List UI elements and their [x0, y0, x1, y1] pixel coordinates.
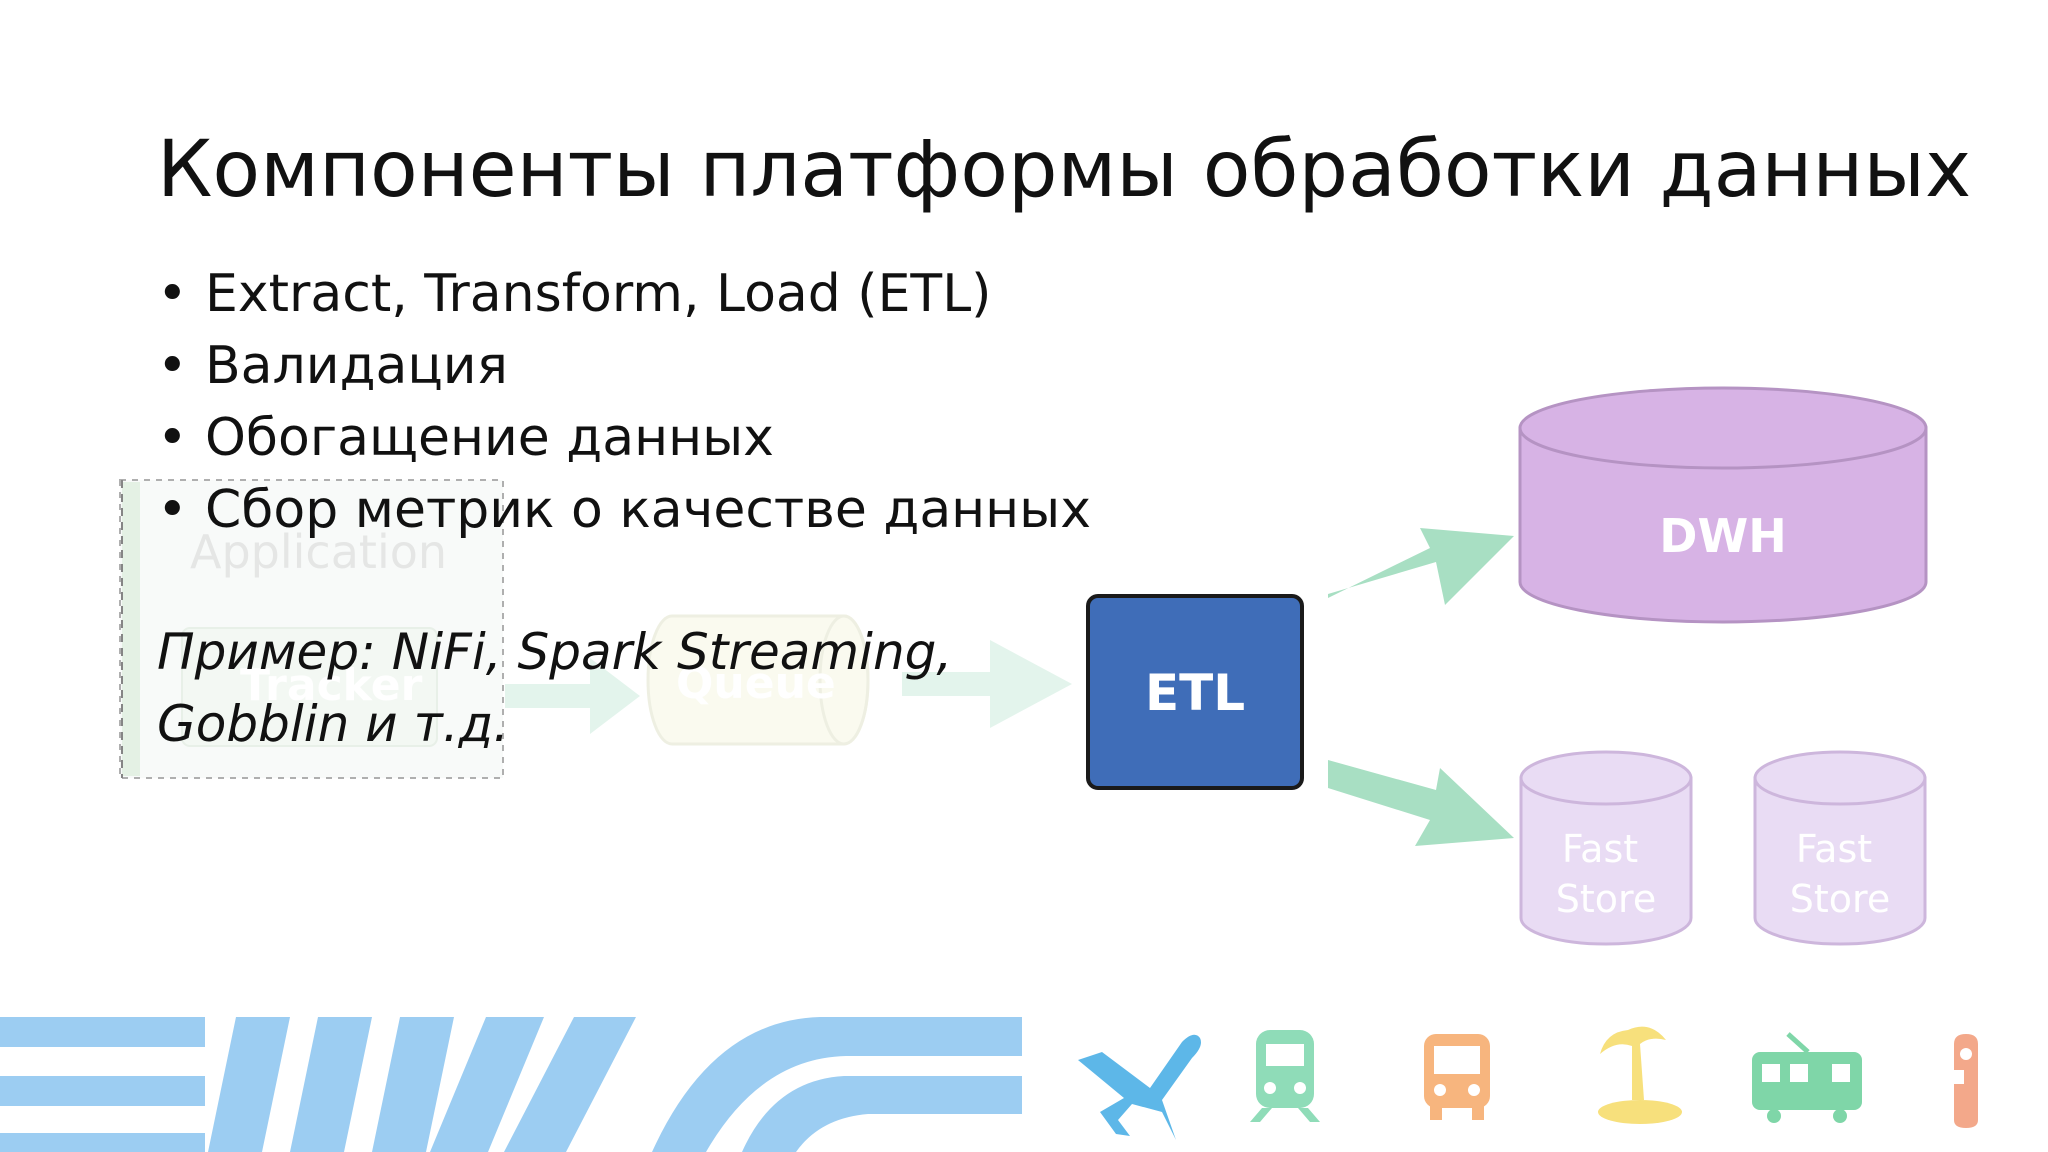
dwh-cylinder: DWH	[1518, 386, 1928, 624]
airplane-icon	[1078, 1034, 1201, 1140]
bullet-marker: •	[157, 336, 188, 396]
application-label: Application	[190, 525, 447, 579]
bus-icon	[1424, 1034, 1490, 1120]
bullet-item: • Обогащение данных	[157, 402, 1091, 474]
example-text: Пример: NiFi, Spark Streaming, Gobblin и…	[157, 616, 952, 760]
bullet-text: Сбор метрик о качестве данных	[205, 480, 1092, 540]
fast-store-1-line1: Fast	[1562, 827, 1638, 871]
dwh-label: DWH	[1659, 509, 1786, 563]
bullet-text: Валидация	[205, 336, 508, 396]
fast-store-cylinder-1: Fast Store	[1519, 750, 1693, 946]
bullet-marker: •	[157, 408, 188, 468]
fast-store-cylinder-2: Fast Store	[1753, 750, 1927, 946]
bullet-marker: •	[157, 264, 188, 324]
palm-island-icon	[1598, 1026, 1682, 1124]
fast-store-1-line2: Store	[1556, 877, 1656, 921]
bullet-item: • Сбор метрик о качестве данных	[157, 474, 1091, 546]
bullet-item: • Extract, Transform, Load (ETL)	[157, 258, 1091, 330]
etl-box: ETL	[1086, 594, 1304, 790]
tracker-queue-arrow	[505, 658, 640, 734]
queue-etl-arrow	[902, 640, 1072, 728]
fast-store-2-line1: Fast	[1796, 827, 1872, 871]
bullet-item: • Валидация	[157, 330, 1091, 402]
tracker-label: Tracker	[240, 660, 423, 711]
queue-label: Queue	[676, 658, 836, 709]
bullet-text: Обогащение данных	[205, 408, 774, 468]
fast-store-2-line2: Store	[1790, 877, 1890, 921]
etl-dwh-arrow	[1328, 528, 1514, 605]
slide-title: Компоненты платформы обработки данных	[157, 125, 1972, 215]
bullet-text: Extract, Transform, Load (ETL)	[205, 264, 992, 324]
footer-stripes	[0, 1017, 1022, 1152]
hotel-tag-icon	[1954, 1034, 1978, 1128]
queue-cylinder: Queue	[646, 614, 870, 746]
example-line-2: Gobblin и т.д.	[157, 695, 510, 753]
tram-icon	[1752, 1032, 1862, 1123]
train-icon	[1250, 1030, 1320, 1122]
example-line-1: Пример: NiFi, Spark Streaming,	[157, 623, 953, 681]
etl-label: ETL	[1145, 664, 1245, 722]
etl-faststore-arrow	[1328, 760, 1514, 846]
bullet-marker: •	[157, 480, 188, 540]
application-container: Application Tracker	[119, 479, 504, 779]
bullet-list: • Extract, Transform, Load (ETL) • Валидац…	[157, 258, 1091, 546]
